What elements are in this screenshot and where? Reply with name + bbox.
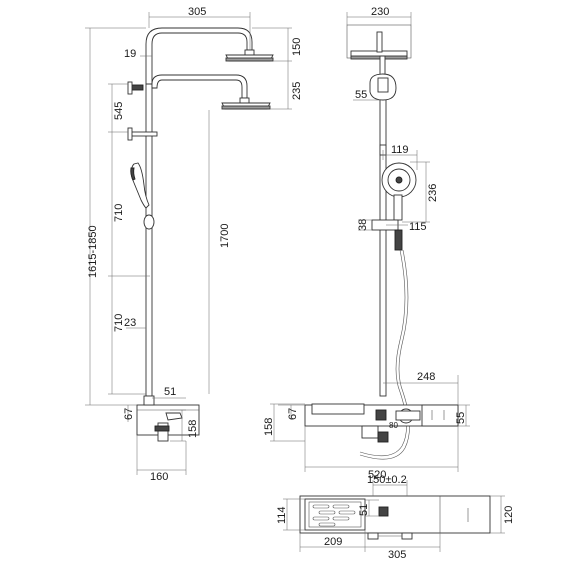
dim-wall-height: 55: [455, 412, 467, 424]
dim-mixer-height: 158: [187, 420, 199, 438]
dim-handshower-width: 119: [391, 144, 409, 156]
side-outlet: [361, 425, 379, 439]
side-handshower-hose-conn: [394, 229, 403, 251]
side-handle: [395, 410, 421, 421]
front-second-head-stem: [239, 97, 250, 104]
front-mixer-outlet: [157, 422, 169, 442]
front-top-head-face: [225, 57, 274, 62]
dim-depth-left: 114: [276, 506, 288, 524]
front-wall-bracket-mid: [130, 131, 158, 137]
top-inlet-right: [401, 532, 413, 540]
dim-mixer-base: 67: [123, 408, 135, 420]
dim-depth-right: 120: [503, 506, 515, 524]
side-junction-collar: [377, 77, 389, 93]
front-second-head-face: [221, 105, 271, 110]
dim-head-diameter: 230: [371, 6, 389, 18]
dim-lower-section: 710: [113, 314, 125, 332]
side-handshower-center: [395, 176, 403, 184]
top-inlet-left: [367, 532, 379, 540]
dim-total-height-range: 1615-1850: [87, 225, 99, 278]
dim-head-offset: 19: [124, 48, 136, 60]
dim-top-total-width: 305: [388, 549, 406, 561]
dim-holder-height: 38: [357, 219, 369, 231]
front-view: 305 19 150 235 1615-1850 545 710 710 170…: [85, 6, 303, 483]
dim-inlet-spacing: 150±0.2: [367, 474, 407, 486]
dim-wall-offset: 23: [124, 317, 136, 329]
dim-top-head-height: 150: [291, 38, 303, 56]
top-valve-knob: [378, 506, 389, 517]
front-wall-bracket-top-plate: [127, 81, 133, 95]
side-head-face: [350, 55, 408, 60]
front-handshower-holder: [143, 214, 155, 230]
dim-total-width: 520: [368, 469, 386, 481]
side-rail: [379, 77, 387, 397]
side-outlet-nut: [377, 431, 389, 443]
side-handshower-handle: [393, 194, 403, 221]
front-wall-bracket-top: [130, 84, 144, 91]
dim-second-head-height: 235: [291, 82, 303, 100]
side-shelf-wall-plate: [421, 404, 459, 427]
side-valve-knob: [375, 409, 387, 421]
dim-inlet-offset: 51: [358, 504, 370, 516]
top-shelf-inner: [308, 501, 362, 528]
dim-arm-offset: 55: [355, 89, 367, 101]
dim-upper-section: 545: [113, 102, 125, 120]
front-mixer-rail-joint: [143, 395, 155, 406]
dim-arm-width: 305: [188, 6, 206, 18]
side-view: 80 230 55 119 236 38 115 248 67: [263, 6, 470, 481]
front-mixer-outlet-nut: [154, 425, 170, 432]
dim-shelf-height: 158: [263, 418, 275, 436]
top-view: 150±0.2 114 51 120 209 305: [276, 474, 515, 561]
side-hose: [359, 249, 407, 457]
top-shelf-slots: [312, 504, 356, 527]
front-wall-bracket-mid-plate: [127, 127, 133, 141]
dim-shelf-base: 67: [287, 408, 299, 420]
dim-shelf-width: 209: [324, 536, 342, 548]
side-head-arm: [376, 31, 383, 53]
dim-hose-offset: 115: [409, 221, 427, 233]
dim-spout-length: 248: [417, 371, 435, 383]
side-shelf-tray: [311, 403, 365, 415]
front-handshower-face: [130, 167, 136, 181]
dim-valve-label: 80: [389, 421, 398, 430]
dim-mixer-offset: 51: [164, 386, 176, 398]
dim-middle-section: 710: [113, 204, 125, 222]
front-second-arm: [151, 74, 248, 99]
dim-handshower-height: 236: [427, 184, 439, 202]
front-top-head-stem: [244, 49, 255, 56]
dim-mixer-depth: 160: [150, 471, 168, 483]
front-rail: [145, 83, 153, 397]
dim-rail-height: 1700: [219, 224, 231, 248]
side-hose-2: [359, 249, 410, 460]
